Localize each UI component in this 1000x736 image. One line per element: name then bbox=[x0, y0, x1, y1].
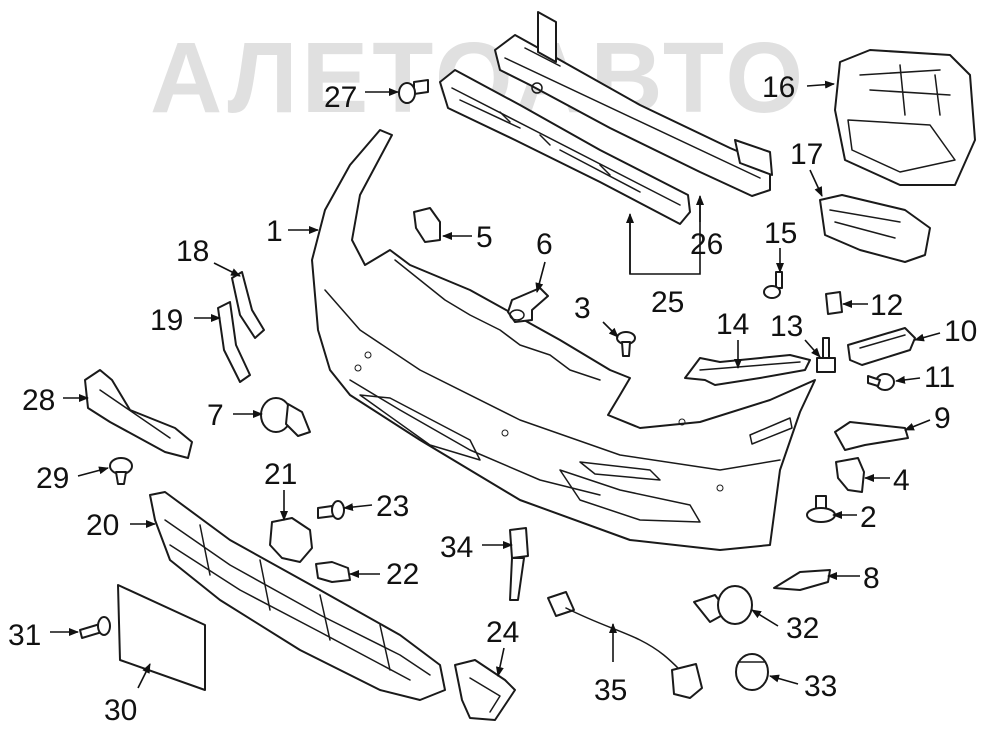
part-12-clip bbox=[825, 291, 843, 315]
callout-13: 13 bbox=[770, 310, 803, 343]
part-6-sensor-holder bbox=[507, 287, 549, 323]
part-14-bracket bbox=[684, 354, 811, 386]
part-5-bracket bbox=[413, 207, 441, 243]
callout-24: 24 bbox=[486, 616, 519, 649]
part-28-bracket bbox=[84, 369, 193, 459]
part-23-screw bbox=[317, 500, 345, 520]
part-2-clip bbox=[806, 495, 836, 523]
callout-27: 27 bbox=[324, 81, 357, 114]
part-27-bolt bbox=[398, 79, 429, 104]
callout-20: 20 bbox=[86, 509, 119, 542]
part-19-strip bbox=[217, 301, 251, 383]
part-7-plug bbox=[260, 397, 311, 437]
callout-5: 5 bbox=[476, 221, 493, 254]
leader-lines bbox=[50, 80, 941, 689]
callout-9: 9 bbox=[934, 402, 951, 435]
callout-35: 35 bbox=[594, 674, 627, 707]
callout-15: 15 bbox=[764, 217, 797, 250]
part-11-screw bbox=[867, 373, 895, 391]
callout-2: 2 bbox=[860, 501, 877, 534]
callout-16: 16 bbox=[762, 71, 795, 104]
callout-18: 18 bbox=[176, 235, 209, 268]
part-10-bracket bbox=[847, 327, 916, 366]
callout-17: 17 bbox=[790, 138, 823, 171]
part-17-trim bbox=[819, 194, 931, 263]
part-15-screw bbox=[763, 271, 783, 299]
part-31-screw bbox=[79, 616, 111, 639]
part-24-bracket bbox=[454, 659, 516, 721]
callout-28: 28 bbox=[22, 384, 55, 417]
callout-6: 6 bbox=[536, 228, 553, 261]
callout-33: 33 bbox=[804, 670, 837, 703]
callout-34: 34 bbox=[440, 531, 473, 564]
part-21-bracket bbox=[269, 517, 313, 563]
part-18-strip bbox=[231, 271, 265, 339]
part-1-bumper-cover bbox=[311, 129, 816, 551]
callout-22: 22 bbox=[386, 558, 419, 591]
part-30-plate-bracket bbox=[117, 584, 206, 691]
part-26-reinforcement bbox=[494, 11, 773, 197]
callout-21: 21 bbox=[264, 458, 297, 491]
callout-30: 30 bbox=[104, 694, 137, 727]
callout-1: 1 bbox=[266, 215, 283, 248]
part-16-bracket-housing bbox=[834, 49, 976, 186]
callout-12: 12 bbox=[870, 289, 903, 322]
part-3-screw bbox=[616, 331, 636, 357]
callout-26: 26 bbox=[690, 228, 723, 261]
callout-4: 4 bbox=[893, 464, 910, 497]
callout-29: 29 bbox=[36, 462, 69, 495]
callout-7: 7 bbox=[207, 399, 224, 432]
part-33-cap bbox=[735, 653, 769, 691]
part-34-sensor bbox=[509, 527, 529, 601]
callout-11: 11 bbox=[924, 361, 955, 394]
part-25-absorber bbox=[439, 69, 691, 225]
callout-32: 32 bbox=[786, 612, 819, 645]
part-13-stud bbox=[816, 337, 836, 373]
part-32-sensor bbox=[693, 585, 753, 625]
callout-19: 19 bbox=[150, 304, 183, 337]
callout-8: 8 bbox=[863, 562, 880, 595]
part-35-harness bbox=[547, 591, 703, 699]
callout-31: 31 bbox=[8, 619, 41, 652]
part-9-guide bbox=[834, 421, 909, 451]
part-4-clip bbox=[835, 457, 865, 493]
callout-23: 23 bbox=[376, 490, 409, 523]
callout-25: 25 bbox=[651, 286, 684, 319]
callout-3: 3 bbox=[574, 292, 591, 325]
part-22-connector bbox=[315, 561, 351, 583]
part-29-fastener bbox=[109, 457, 133, 485]
part-8-lens bbox=[773, 569, 831, 591]
callout-10: 10 bbox=[944, 315, 977, 348]
callout-14: 14 bbox=[716, 308, 749, 341]
callout-labels: 1 2 3 4 5 6 7 8 9 10 11 12 13 14 15 16 1… bbox=[8, 71, 977, 727]
part-20-grille bbox=[149, 491, 446, 701]
